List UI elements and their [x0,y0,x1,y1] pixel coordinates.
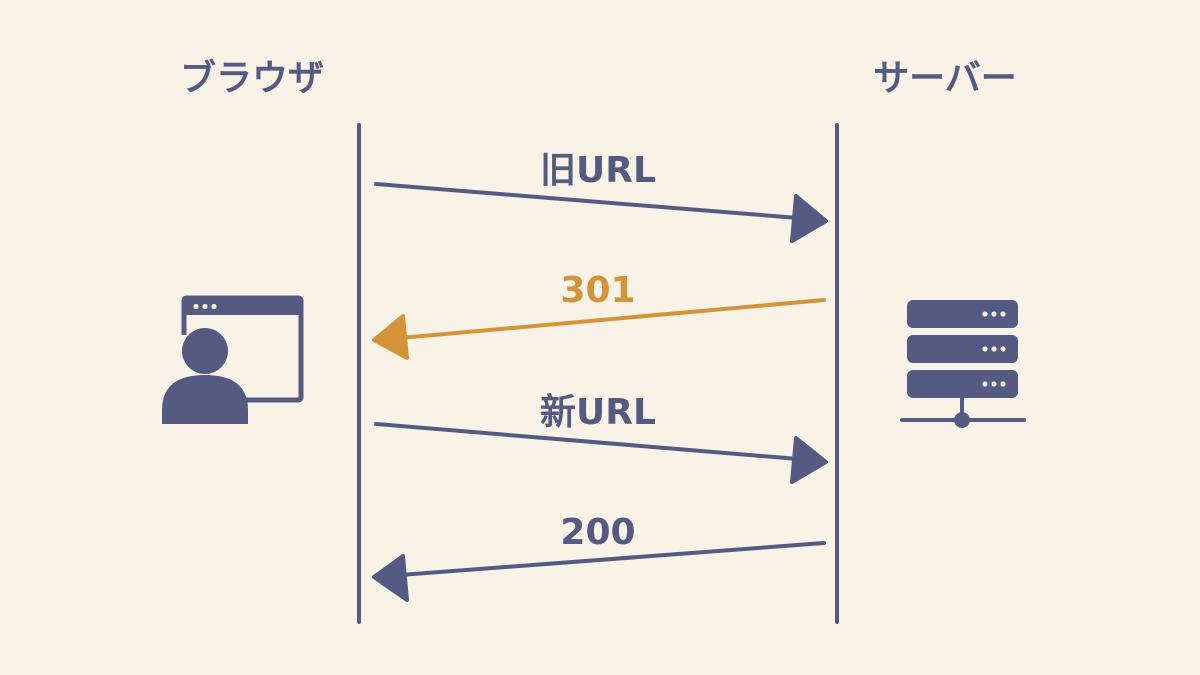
message-4-arrowhead [372,554,409,602]
message-1-label: 旧URL [540,150,656,191]
message-2-arrowhead [372,314,409,360]
message-4-line [398,541,826,577]
message-4-label: 200 [560,512,635,553]
server-icon [900,300,1026,428]
message-2-label: 301 [560,270,635,311]
message-3-label: 新URL [540,392,656,433]
message-2-line [398,298,826,340]
message-4: 200 [372,512,826,602]
participant-left-label: ブラウザ [180,57,324,99]
message-3: 新URL [374,392,828,484]
message-3-line [374,422,800,461]
message-2: 301 [372,270,826,360]
message-1-arrowhead [790,194,828,243]
participant-right-label: サーバー [873,58,1017,99]
message-1-line [374,182,800,220]
message-1: 旧URL [374,150,828,243]
message-3-arrowhead [790,436,828,484]
browser-user-icon [162,295,304,424]
